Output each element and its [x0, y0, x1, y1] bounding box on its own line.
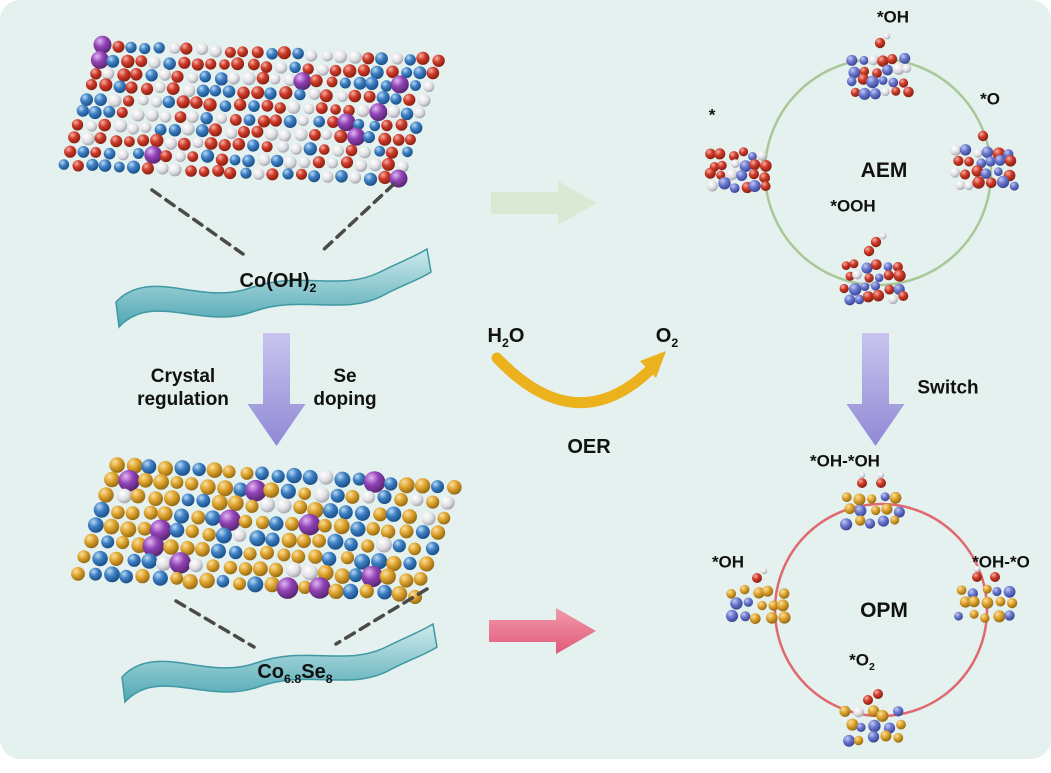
h2o-label: H2O [487, 324, 525, 350]
opm-oho-structure [954, 565, 1018, 623]
zoom-dashes-bottom [174, 587, 429, 649]
crystal-regulation-label: Crystal regulation [137, 365, 229, 410]
o2-label: O2 [655, 324, 679, 350]
aem-pathway-arrow [491, 181, 597, 225]
aem-oh-structure [846, 32, 914, 100]
oer-label: OER [567, 435, 611, 458]
opm-title: OPM [860, 599, 908, 623]
aem-ooh-structure [839, 232, 909, 306]
transform-arrow [247, 333, 306, 446]
aem-ooh-label: *OOH [830, 196, 876, 216]
opm-oh-label: *OH [711, 552, 745, 572]
opm-ohoh-structure [840, 471, 905, 531]
opm-ohoh-label: *OH-*OH [810, 451, 880, 471]
co68se8-label: Co6.8Se8 [257, 660, 333, 686]
opm-oh-structure [725, 567, 791, 624]
aem-oh-label: *OH [876, 7, 910, 27]
aem-star-structure [704, 147, 772, 194]
opm-oho-label: *OH-*O [972, 552, 1030, 572]
co68se8-nanosheet [121, 622, 438, 704]
oer-arrow [491, 351, 666, 409]
co-oh2-label: Co(OH)2 [239, 269, 317, 295]
opm-o2-structure [839, 689, 906, 747]
co68se8-lattice [71, 457, 462, 605]
switch-arrow [846, 333, 905, 446]
opm-o2-label: *O2 [849, 650, 875, 674]
se-doping-label: Se doping [313, 365, 377, 410]
opm-pathway-arrow [489, 608, 596, 654]
switch-label: Switch [917, 377, 979, 399]
aem-o-structure [949, 130, 1019, 191]
co-oh2-lattice [58, 35, 445, 188]
zoom-dashes-top [150, 182, 396, 256]
co-oh2-nanosheet [115, 247, 432, 329]
aem-title: AEM [860, 159, 908, 183]
aem-star-label: * [708, 105, 716, 125]
aem-o-label: *O [980, 89, 1000, 109]
